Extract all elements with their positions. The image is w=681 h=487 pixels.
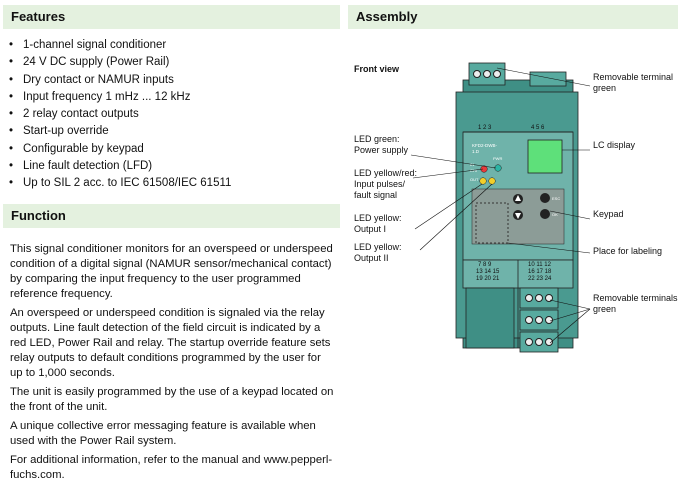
pwr-label: PWR — [493, 156, 502, 161]
function-paragraph: This signal conditioner monitors for an … — [10, 243, 333, 300]
led-output1-label: LED yellow:Output I — [354, 213, 402, 234]
function-paragraph: The unit is easily programmed by the use… — [10, 386, 334, 413]
lc-display-label: LC display — [593, 140, 636, 150]
keypad-esc-button — [540, 193, 550, 203]
assembly-heading: Assembly — [348, 5, 678, 29]
lc-display — [527, 139, 563, 174]
function-paragraph: A unique collective error messaging feat… — [10, 420, 316, 447]
out-label: OUT — [470, 177, 479, 182]
terminal-block-bottom-left — [465, 287, 515, 349]
terminal-numbers: 13 14 15 — [476, 269, 500, 275]
front-view-label: Front view — [354, 64, 400, 74]
led-green-label: LED green:Power supply — [354, 134, 409, 155]
place-for-labeling-label: Place for labeling — [593, 246, 663, 256]
terminal-block-top-right — [529, 71, 567, 87]
list-item: 2 relay contact outputs — [8, 106, 231, 123]
terminal-numbers: 22 23 24 — [528, 276, 552, 282]
list-item: Input frequency 1 mHz ... 12 kHz — [8, 89, 231, 106]
terminal-numbers: 1 2 3 — [478, 125, 492, 131]
list-item: Dry contact or NAMUR inputs — [8, 72, 231, 89]
list-item: Up to SIL 2 acc. to IEC 61508/IEC 61511 — [8, 175, 231, 192]
terminal-numbers: 19 20 21 — [476, 276, 500, 282]
ok-label: OK — [552, 212, 558, 217]
list-item: 1-channel signal conditioner — [8, 37, 231, 54]
list-item: 24 V DC supply (Power Rail) — [8, 54, 231, 71]
keypad-ok-button — [540, 209, 550, 219]
model-label: KFD2-DWB- — [472, 143, 497, 148]
features-heading: Features — [3, 5, 340, 29]
function-heading: Function — [3, 204, 340, 228]
function-paragraph: An overspeed or underspeed condition is … — [10, 307, 331, 379]
arrow-down-icon — [515, 213, 521, 219]
callout-lines — [410, 67, 591, 344]
arrow-up-icon — [515, 195, 521, 201]
model-label: 1.D — [472, 149, 480, 154]
led-output2-label: LED yellow:Output II — [354, 242, 402, 263]
terminal-numbers: 10 11 12 — [528, 262, 552, 268]
led-yellow-red-label: LED yellow/red:Input pulses/fault signal — [354, 168, 418, 200]
terminal-screw — [483, 70, 491, 78]
function-text: This signal conditioner monitors for an … — [10, 242, 335, 487]
list-item: Configurable by keypad — [8, 141, 231, 158]
keypad-label: Keypad — [593, 209, 624, 219]
terminal-screw — [493, 70, 501, 78]
list-item: Start-up override — [8, 123, 231, 140]
list-item: Line fault detection (LFD) — [8, 158, 231, 175]
led-output-2 — [488, 177, 496, 185]
terminal-block-bottom-right — [519, 287, 559, 353]
features-list: 1-channel signal conditioner 24 V DC sup… — [8, 37, 231, 193]
function-paragraph: For additional information, refer to the… — [10, 454, 333, 481]
esc-label: ESC — [552, 196, 560, 201]
terminal-numbers: 7 8 9 — [478, 262, 492, 268]
labeling-area — [475, 202, 509, 244]
led-output-1 — [479, 177, 487, 185]
terminal-numbers: 16 17 18 — [528, 269, 552, 275]
terminal-screw — [473, 70, 481, 78]
terminal-numbers: 4 5 6 — [531, 125, 545, 131]
